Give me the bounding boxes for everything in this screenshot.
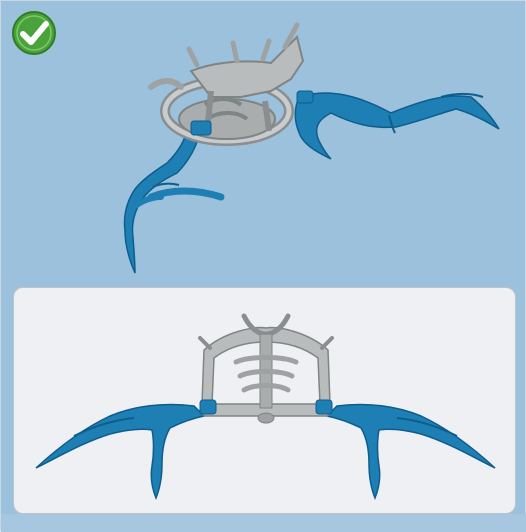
sheet-bottom-edge <box>1 514 526 532</box>
right-wing-blue <box>295 93 499 159</box>
assembled-model-front-illustration <box>14 288 516 514</box>
left-wing-front <box>36 404 204 498</box>
panel-angled-view <box>1 1 526 286</box>
checkmark-icon <box>11 10 57 56</box>
assembled-model-angled-illustration <box>1 1 526 286</box>
right-wing-front <box>327 404 495 498</box>
left-wing-blue <box>124 129 201 273</box>
panel-front-view <box>13 287 516 514</box>
